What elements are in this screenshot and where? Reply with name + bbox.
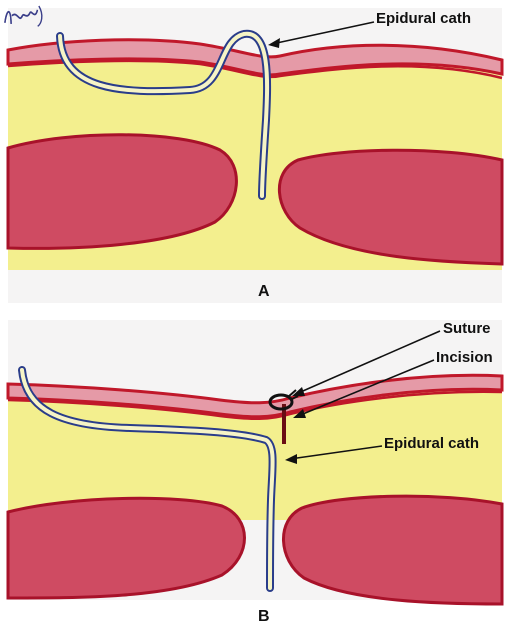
panel-b-catheter-label: Epidural cath xyxy=(384,435,479,452)
panel-a-drawing xyxy=(8,8,502,303)
panel-a-catheter-label: Epidural cath xyxy=(376,10,471,27)
panel-a-letter: A xyxy=(258,283,270,301)
panel-b-incision-label: Incision xyxy=(436,349,493,366)
panel-b-suture-label: Suture xyxy=(443,320,491,337)
panel-b-letter: B xyxy=(258,608,270,626)
panel-b-drawing xyxy=(8,320,502,604)
